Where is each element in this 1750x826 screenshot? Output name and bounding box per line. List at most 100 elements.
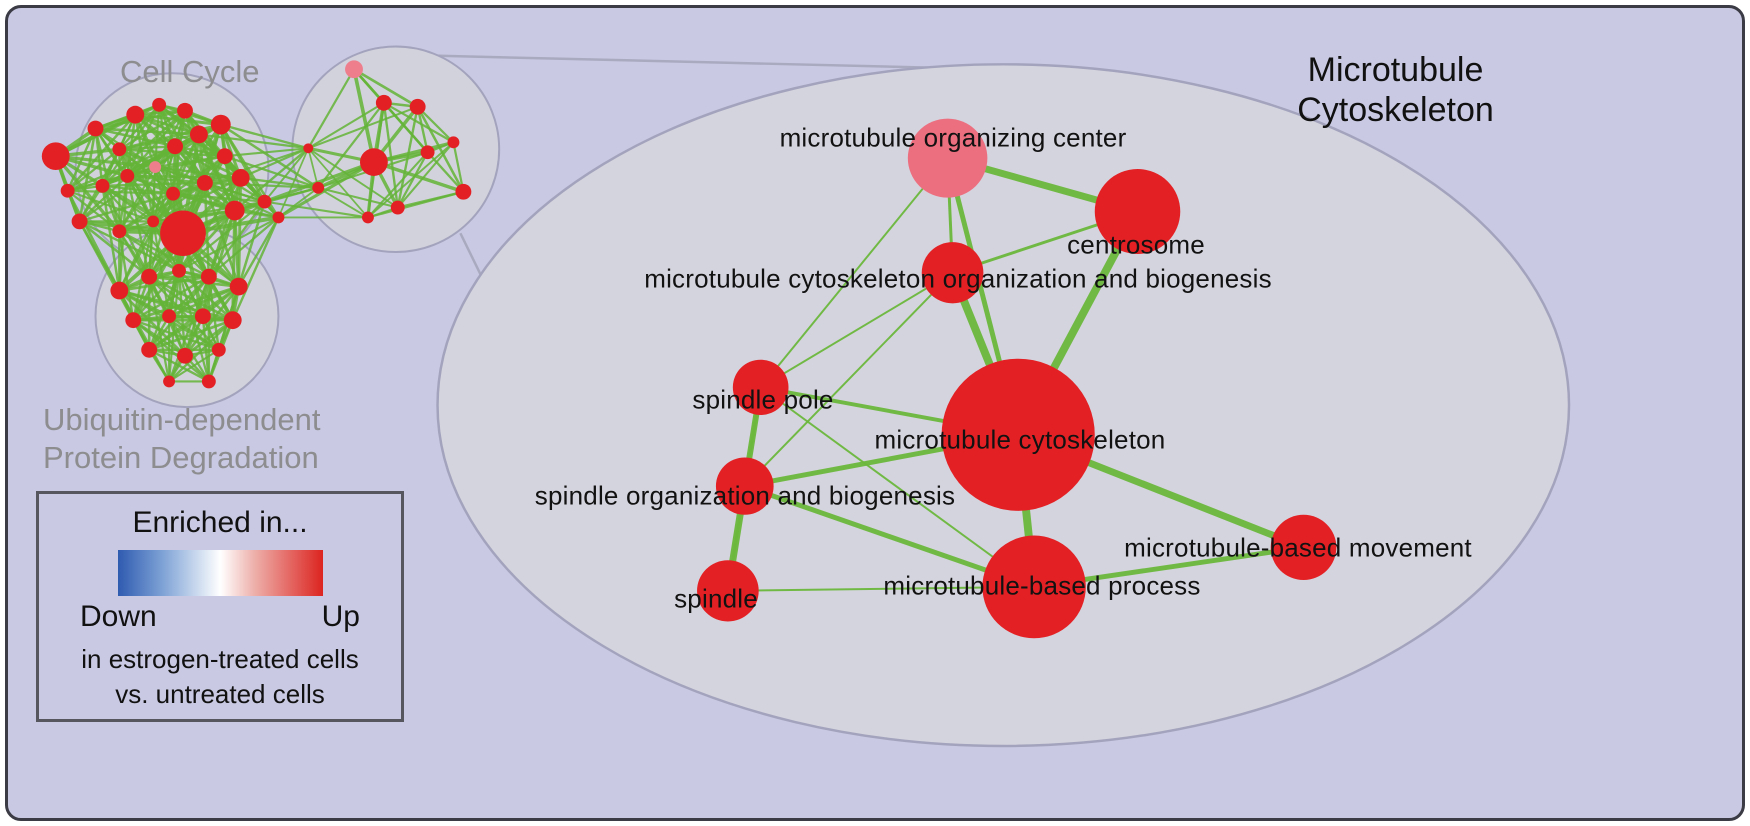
node-mco	[921, 242, 984, 304]
overview-edge	[382, 102, 429, 154]
node-label-mc: microtubule cytoskeleton	[874, 424, 1166, 455]
overview-node	[141, 341, 158, 358]
overview-edge	[148, 318, 234, 352]
overview-node	[41, 142, 70, 171]
main-network	[697, 118, 1337, 639]
overview-network	[41, 45, 501, 409]
overview-edge	[317, 186, 399, 209]
overview-node	[455, 183, 472, 200]
overview-edge	[172, 192, 265, 203]
overview-edge	[102, 181, 205, 188]
overview-node	[147, 215, 160, 228]
overview-edge	[168, 285, 240, 318]
overview-edge	[396, 141, 455, 209]
node-label-spindle_pole: spindle pole	[692, 384, 834, 415]
node-label-centrosome: centrosome	[1067, 229, 1205, 260]
overview-node	[71, 213, 88, 230]
overview-node	[172, 263, 186, 278]
overview-edge	[208, 216, 280, 278]
overview-node	[177, 102, 193, 119]
overview-edge	[101, 133, 200, 187]
label-layer: Cell Cycle Ubiquitin-dependent Protein D…	[8, 8, 1742, 818]
overview-edge	[204, 181, 265, 203]
overview-edge	[79, 192, 174, 223]
overview-edge	[178, 200, 266, 272]
overview-node	[60, 183, 75, 198]
node-spindle_pole	[732, 359, 789, 416]
cell-cycle-cluster-label: Cell Cycle	[120, 54, 260, 89]
overview-edge	[237, 201, 266, 287]
overview-edge	[373, 160, 464, 194]
overview-edge	[307, 68, 355, 149]
overview-node	[166, 186, 181, 201]
edge-mco-spindle_org	[744, 272, 954, 487]
overview-edge	[307, 148, 320, 189]
node-label-mbp: microtubule-based process	[883, 570, 1201, 601]
overview-edge	[367, 151, 429, 219]
overview-node	[359, 148, 388, 176]
overview-edge	[452, 142, 465, 192]
overview-node	[223, 311, 242, 330]
overview-node	[345, 60, 363, 79]
legend-caption: in estrogen-treated cells vs. untreated …	[81, 642, 358, 712]
overview-node	[167, 138, 183, 155]
overview-node	[112, 224, 127, 239]
microtubule-cytoskeleton-title: Microtubule Cytoskeleton	[1288, 50, 1503, 130]
overview-node	[194, 308, 211, 325]
node-mbm	[1270, 514, 1337, 580]
overview-edge	[233, 147, 310, 212]
legend-down-label: Down	[80, 600, 157, 633]
overview-edge	[148, 221, 155, 277]
overview-edge	[67, 145, 176, 192]
legend-caption-line2: vs. untreated cells	[115, 679, 325, 710]
edge-mco-spindle_pole	[760, 271, 954, 389]
node-mbp	[982, 535, 1086, 639]
legend-box: Enriched in... Down Up in estrogen-treat…	[36, 491, 404, 722]
overview-edge	[66, 128, 97, 192]
overview-edge	[66, 148, 121, 192]
overview-node	[126, 105, 145, 124]
overview-edge	[237, 216, 280, 288]
overview-node	[110, 281, 129, 300]
overview-node	[303, 143, 314, 154]
overview-edge	[118, 220, 155, 292]
overview-node	[361, 211, 374, 224]
overview-edge	[416, 106, 465, 193]
overview-edge	[240, 147, 309, 179]
overview-node	[447, 136, 460, 149]
node-label-spindle: spindle	[674, 583, 758, 614]
overview-edge	[307, 147, 369, 218]
node-spindle	[697, 560, 759, 622]
overview-edge	[126, 109, 186, 177]
overview-node	[312, 181, 325, 194]
overview-node	[375, 94, 392, 111]
overview-edge	[263, 147, 310, 203]
overview-edge	[66, 190, 121, 292]
overview-edge	[264, 200, 369, 219]
overview-edge	[118, 289, 186, 357]
overview-edge	[172, 155, 226, 195]
overview-node	[189, 125, 208, 144]
overview-edge	[67, 189, 174, 195]
overview-node	[211, 342, 226, 357]
overview-edge	[78, 220, 150, 278]
overview-node	[141, 268, 158, 285]
overview-edge	[231, 216, 280, 321]
overview-node	[95, 178, 110, 193]
edge-moc-spindle_pole	[759, 157, 949, 388]
overview-edge	[307, 105, 419, 150]
overview-node	[112, 142, 127, 157]
overview-node	[196, 174, 213, 191]
node-label-mco: microtubule cytoskeleton organization an…	[644, 263, 1272, 294]
main-title-line2: Cytoskeleton	[1297, 91, 1494, 130]
node-label-mbm: microtubule-based movement	[1124, 532, 1472, 563]
legend-up-label: Up	[321, 600, 360, 633]
node-label-moc: microtubule organizing center	[779, 122, 1127, 153]
overview-edge	[168, 348, 220, 383]
enrichment-map-figure: Cell Cycle Ubiquitin-dependent Protein D…	[5, 5, 1745, 821]
overview-edge	[367, 141, 455, 219]
node-spindle_org	[715, 457, 774, 515]
main-title-line1: Microtubule	[1307, 51, 1484, 89]
overview-edge	[118, 145, 177, 232]
overview-node	[409, 98, 426, 115]
